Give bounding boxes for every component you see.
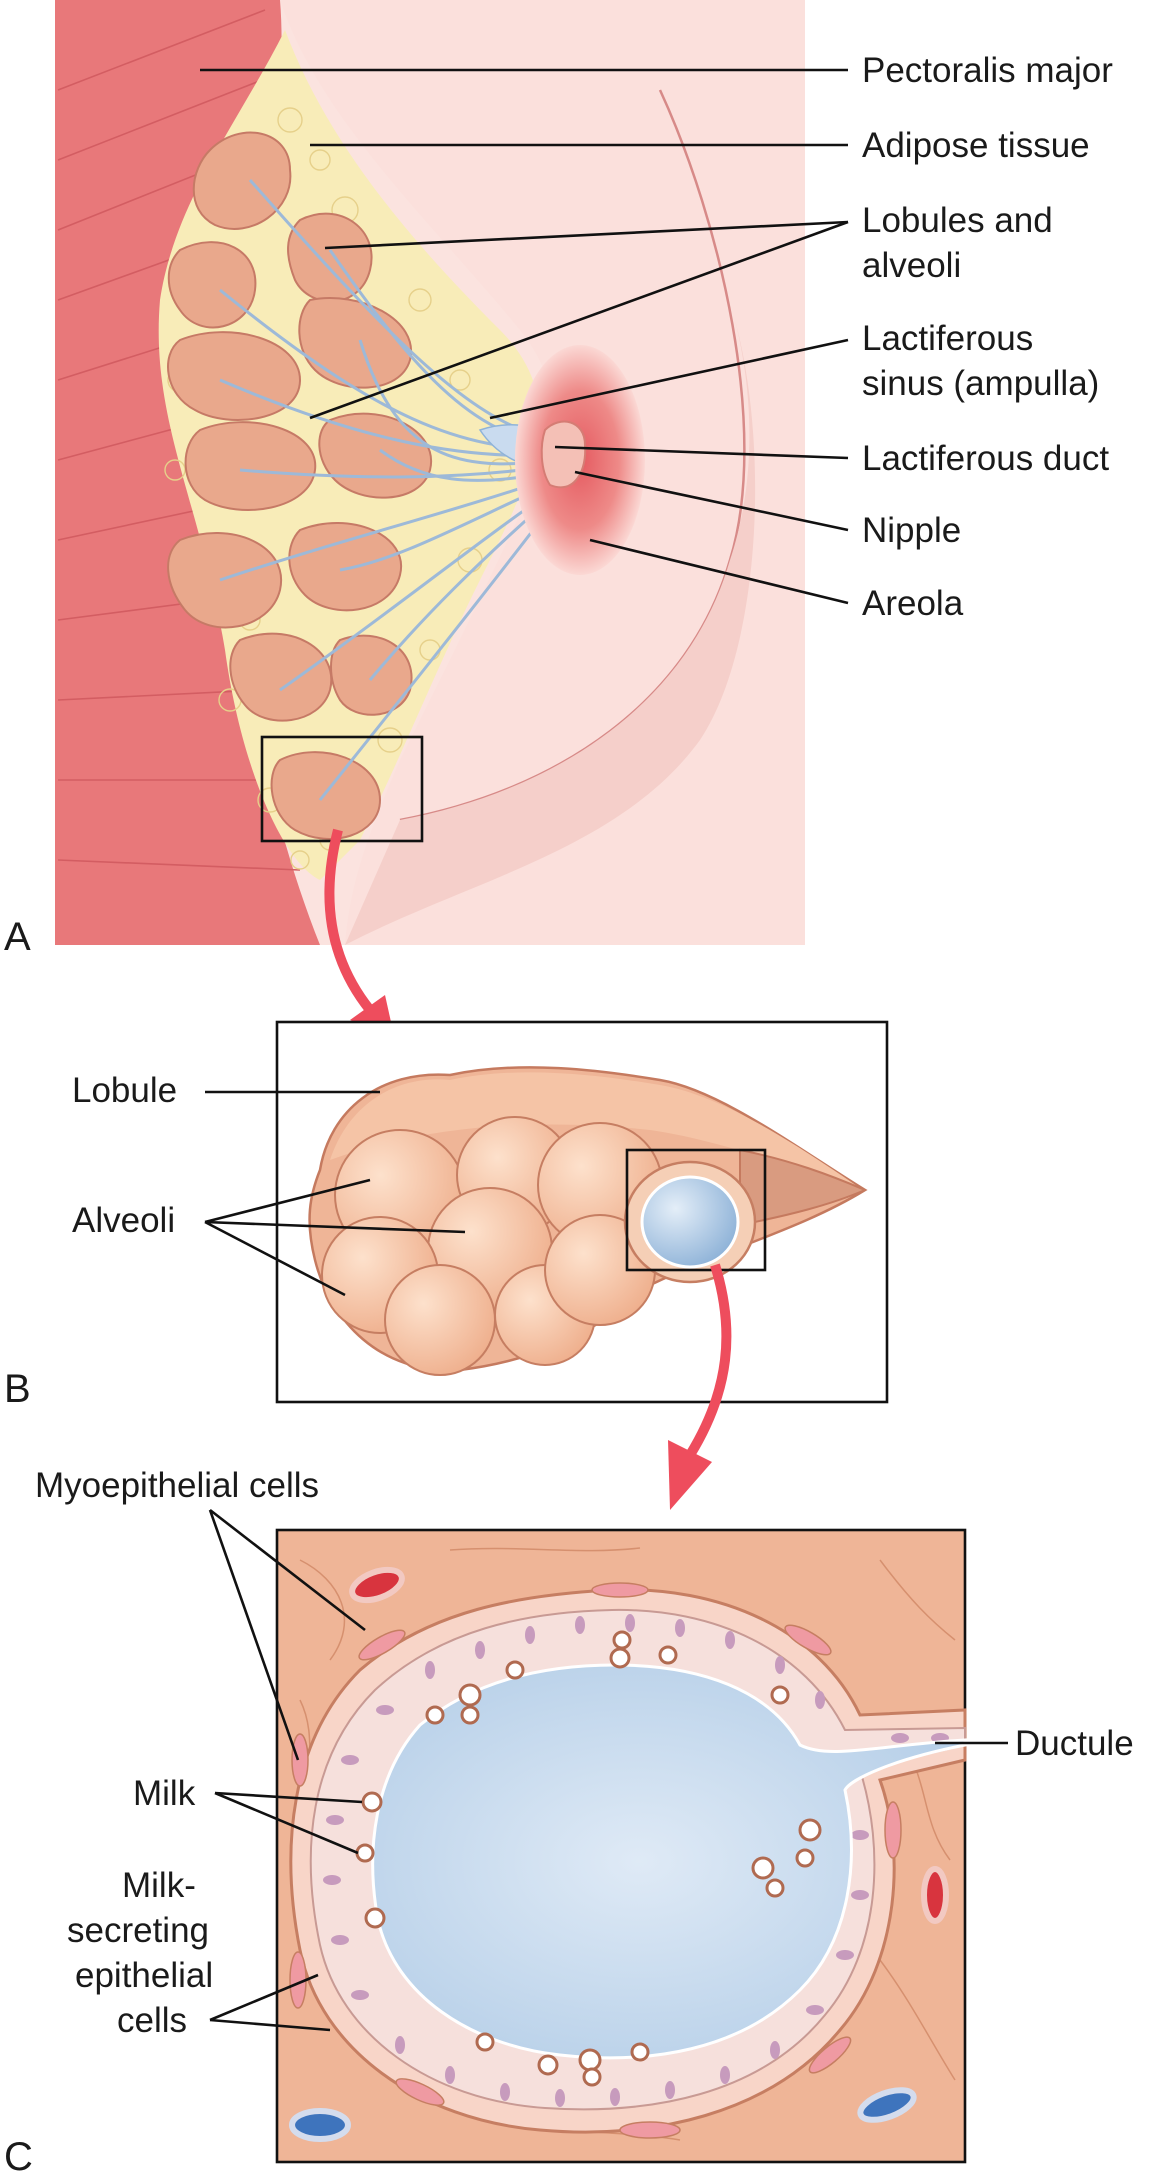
panel-label-b: B [4, 1367, 31, 1411]
epithelial-cell-nuclei [323, 1614, 949, 2107]
lobule-top-cap [330, 1072, 860, 1188]
label-milk: Milk [133, 1774, 196, 1813]
panel-b-lobule: Lobule Alveoli B [4, 1020, 889, 1510]
label-alveoli: Alveoli [72, 1201, 175, 1240]
panel-c-alveolus-section: Myoepithelial cells Ductule Milk Milk- s… [4, 1466, 1134, 2175]
label-ductule: Ductule [1015, 1724, 1134, 1763]
blood-vessel-1 [349, 1566, 405, 1604]
panel-c-leader-lines [208, 1508, 1008, 2032]
panel-a-breast-section: Pectoralis major Adipose tissue Lobules … [4, 0, 1113, 1040]
label-lobule: Lobule [72, 1071, 177, 1110]
panel-b-leader-lines [204, 1090, 466, 1297]
alveolus-lumen-milk [371, 1663, 967, 2060]
label-myoepithelial-cells: Myoepithelial cells [35, 1466, 319, 1505]
blood-vessel-3 [289, 2108, 351, 2142]
label-lobules-line2: alveoli [862, 246, 961, 285]
label-secreting-line4: cells [117, 2001, 187, 2040]
label-adipose-tissue: Adipose tissue [862, 126, 1090, 165]
arrow-b-to-c [685, 1263, 732, 1458]
alveolus-inset-box [625, 1148, 767, 1272]
panel-label-a: A [4, 915, 31, 959]
opened-alveolus-lumen [640, 1175, 740, 1269]
lobule-inset-box [260, 735, 424, 843]
label-secreting-line2: secreting [67, 1911, 209, 1950]
breast-shadow [345, 320, 756, 945]
label-nipple: Nipple [862, 511, 961, 550]
blood-vessels [289, 1566, 949, 2142]
label-sinus-line1: Lactiferous [862, 319, 1033, 358]
myoepithelial-cells [289, 1582, 902, 2139]
arrow-b-to-c-head [668, 1440, 712, 1510]
label-sinus-line2: sinus (ampulla) [862, 364, 1099, 403]
nipple [540, 420, 587, 489]
label-areola: Areola [862, 584, 964, 623]
label-lobules-line1: Lobules and [862, 201, 1053, 240]
label-secreting-line1: Milk- [122, 1866, 196, 1905]
label-pectoralis-major: Pectoralis major [862, 51, 1113, 90]
milk-droplets [355, 1630, 822, 2087]
panel-label-c: C [4, 2135, 33, 2175]
blood-vessel-4 [857, 2087, 917, 2123]
lobule-duct-channel [739, 1148, 868, 1227]
blood-vessel-2 [921, 1866, 949, 1924]
arrow-a-to-b [324, 828, 374, 1014]
label-lactiferous-duct: Lactiferous duct [862, 439, 1109, 478]
label-secreting-line3: epithelial [75, 1956, 213, 1995]
panel-a-leader-lines [200, 68, 849, 605]
